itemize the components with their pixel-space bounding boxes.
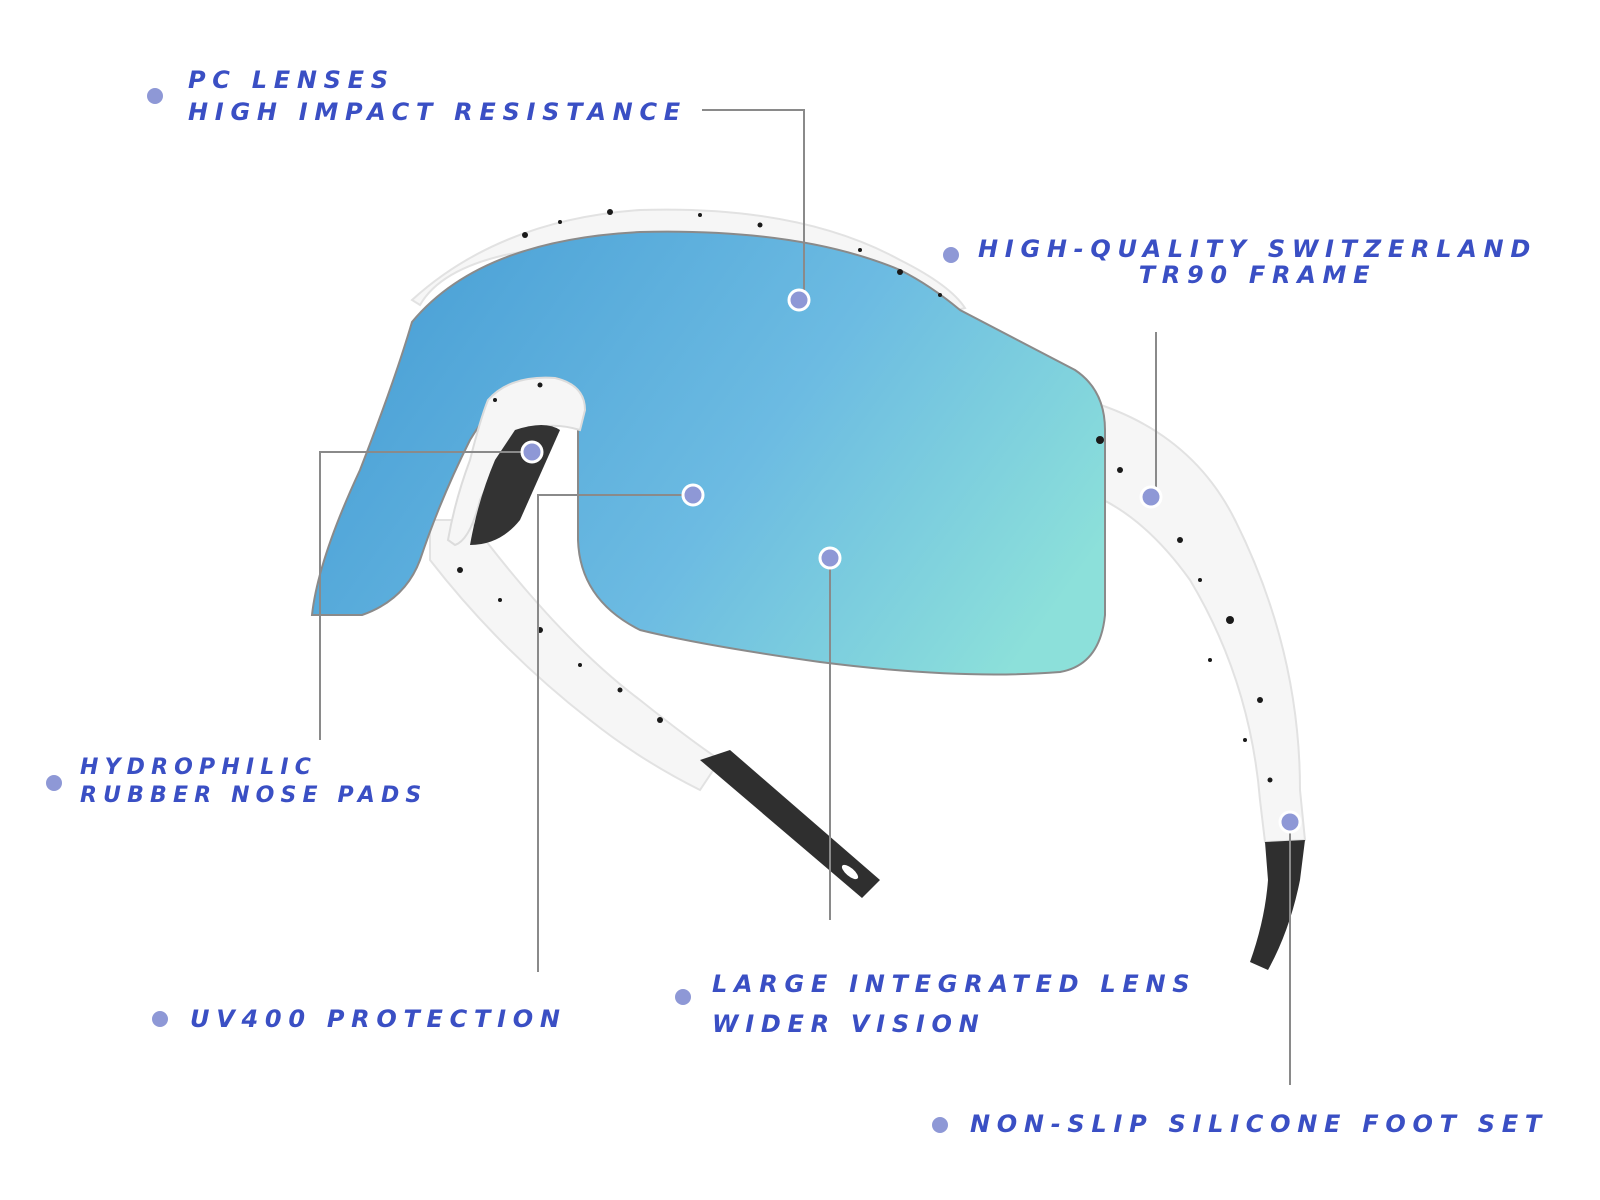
feature-label-nose-pads: HYDROPHILIC RUBBER NOSE PADS <box>80 754 427 810</box>
marker-tr90-frame <box>1139 485 1163 509</box>
marker-nose-pads <box>520 440 544 464</box>
feature-line: LARGE INTEGRATED LENS <box>712 970 1197 998</box>
bullet-foot-set <box>932 1117 948 1133</box>
bullet-uv400 <box>152 1011 168 1027</box>
bullet-tr90-frame <box>943 247 959 263</box>
feature-line: RUBBER NOSE PADS <box>80 783 428 808</box>
feature-line: NON-SLIP SILICONE FOOT SET <box>970 1110 1548 1138</box>
marker-pc-lenses <box>787 288 811 312</box>
leader-lines <box>319 109 1291 1085</box>
feature-line: HIGH-QUALITY SWITZERLAND <box>978 235 1537 263</box>
marker-integrated-lens <box>818 546 842 570</box>
leader-line-pc-lenses <box>702 109 805 300</box>
feature-label-tr90-frame: HIGH-QUALITY SWITZERLAND TR90 FRAME <box>978 236 1537 288</box>
bullet-pc-lenses <box>147 88 163 104</box>
feature-line: PC LENSES <box>188 66 395 94</box>
feature-label-pc-lenses: PC LENSES HIGH IMPACT RESISTANCE <box>188 64 687 128</box>
feature-line: TR90 FRAME <box>1138 261 1377 289</box>
feature-markers <box>520 288 1302 834</box>
right-temple-arm <box>1078 398 1307 970</box>
leader-line-nose-pads <box>319 451 532 740</box>
feature-line: HYDROPHILIC <box>80 755 318 780</box>
marker-uv400 <box>681 483 705 507</box>
feature-line: HIGH IMPACT RESISTANCE <box>188 98 687 126</box>
feature-line: UV400 PROTECTION <box>190 1005 567 1033</box>
leader-line-uv400 <box>537 494 693 972</box>
marker-foot-set <box>1278 810 1302 834</box>
feature-label-uv400: UV400 PROTECTION <box>190 1003 567 1035</box>
left-temple-arm <box>429 519 880 898</box>
feature-label-integrated-lens: LARGE INTEGRATED LENS WIDER VISION <box>712 964 1196 1044</box>
lens-shield <box>310 230 1106 676</box>
bullet-nose-pads <box>46 775 62 791</box>
feature-line: WIDER VISION <box>712 1010 986 1038</box>
feature-label-foot-set: NON-SLIP SILICONE FOOT SET <box>970 1108 1548 1140</box>
bullet-integrated-lens <box>675 989 691 1005</box>
